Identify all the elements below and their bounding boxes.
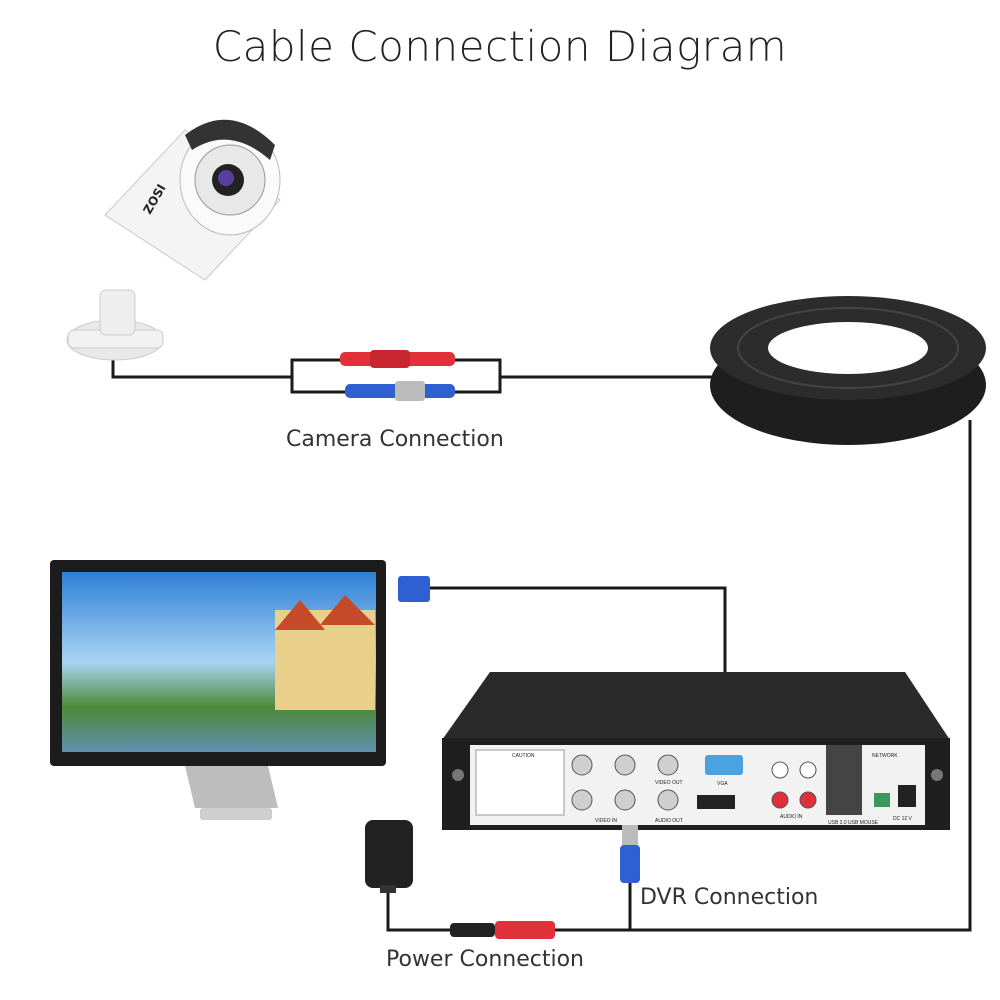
- camera-image: ZOSI: [66, 119, 281, 361]
- dvr-image: CAUTION VIDEO IN VIDEO OUT AUDIO OUT VGA…: [442, 672, 950, 830]
- dvr-bnc-plug: [620, 825, 640, 883]
- vga-wire: [430, 586, 727, 685]
- vga-plug-monitor: [398, 576, 430, 602]
- power-adapter-image: [365, 820, 413, 893]
- network-label: NETWORK: [872, 753, 898, 759]
- camera-bnc-connector: [345, 381, 455, 401]
- caution-label: CAUTION: [512, 753, 535, 759]
- vga-label: VGA: [717, 781, 728, 787]
- usb-label: USB 2.0 USB MOUSE: [828, 820, 879, 826]
- video-in-label: VIDEO IN: [595, 818, 617, 824]
- camera-power-connector: [340, 350, 455, 368]
- power-connector: [450, 921, 555, 939]
- video-out-label: VIDEO OUT: [655, 780, 683, 786]
- dvr-connection-label: DVR Connection: [640, 885, 819, 910]
- dc-label: DC 12 V: [893, 816, 913, 822]
- audio-out-label: AUDIO OUT: [655, 818, 683, 824]
- cable-coil-image: [710, 296, 986, 445]
- diagram-title: Cable Connection Diagram: [212, 22, 788, 71]
- coil-to-dvr-wire: [630, 420, 972, 932]
- power-connection-label: Power Connection: [386, 947, 584, 972]
- camera-wire: [111, 355, 292, 379]
- power-wire: [386, 885, 450, 932]
- audio-in-label: AUDIO IN: [780, 814, 803, 820]
- monitor-image: [50, 560, 386, 820]
- camera-connection-label: Camera Connection: [286, 427, 504, 452]
